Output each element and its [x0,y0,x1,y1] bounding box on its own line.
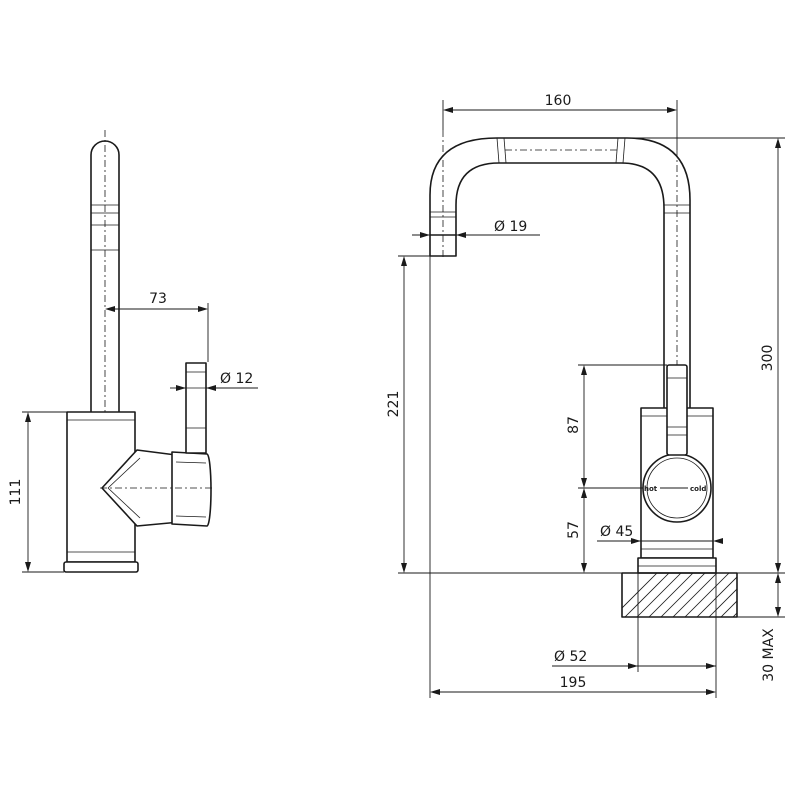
dim-160-label: 160 [545,93,572,109]
dim-diameter-19: Ø 19 [412,219,540,238]
dim-30-max: 30 MAX [737,573,785,682]
front-view: hot cold [386,93,785,698]
dim-73: 73 [105,291,209,362]
side-lever [185,362,207,454]
dim-diameter-45: Ø 45 [597,524,723,544]
front-spout-outlet [429,234,457,257]
dim-diameter-52: Ø 52 [552,573,717,672]
hot-label: hot [644,485,658,493]
dim-160: 160 [442,93,678,150]
side-handle-hub [171,451,212,527]
dim-diameter-12: Ø 12 [170,371,258,391]
dim-87-label: 87 [566,416,582,434]
dim-221-label: 221 [386,391,402,418]
dim-57-label: 57 [566,521,582,539]
dim-221: 221 [386,255,430,573]
dim-diameter-45-label: Ø 45 [600,524,633,540]
side-base [63,561,139,573]
dim-57: 57 [566,487,643,573]
bench-hatching [622,573,737,617]
dim-73-label: 73 [149,291,167,307]
front-base [637,557,717,574]
side-view: 111 73 Ø 12 [8,130,258,573]
dim-diameter-52-label: Ø 52 [554,649,587,665]
cold-label: cold [690,485,706,493]
dim-111-label: 111 [8,479,24,506]
front-spout-outer [429,137,691,409]
dim-195-label: 195 [560,675,587,691]
dim-30-max-label: 30 MAX [761,628,777,682]
front-lever [666,364,688,456]
dim-300: 300 [627,137,785,573]
dim-195: 195 [429,256,717,698]
front-spout-inner [455,162,665,409]
dim-111: 111 [8,411,67,573]
dim-87: 87 [566,364,667,488]
dim-300-label: 300 [760,345,776,372]
dim-diameter-19-label: Ø 19 [494,219,527,235]
dim-diameter-12-label: Ø 12 [220,371,253,387]
